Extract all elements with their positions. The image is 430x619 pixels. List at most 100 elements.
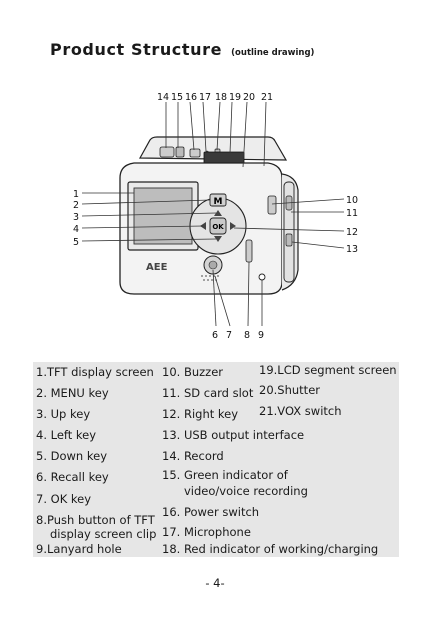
leader-lines: [81, 101, 345, 327]
brand-logo: AEE: [146, 262, 168, 273]
menu-key-label: M: [214, 197, 223, 207]
green-indicator: [175, 146, 185, 158]
legend-num: 4.: [36, 428, 47, 442]
page-number: - 4-: [205, 576, 225, 590]
legend-num: 13.: [162, 428, 181, 442]
callout-13: 13: [346, 244, 358, 255]
callout-2: 2: [73, 200, 79, 211]
legend-text: OK key: [46, 492, 92, 506]
camera-drawing: M OK AEE: [73, 92, 358, 341]
title-main: Product Structure: [50, 40, 223, 59]
legend-item-16: 16. Power switch: [162, 505, 259, 519]
callout-3: 3: [73, 212, 79, 223]
legend-num: 18.: [162, 542, 181, 556]
callout-5: 5: [73, 237, 79, 248]
callout-7: 7: [226, 330, 232, 341]
up-key: [214, 210, 222, 216]
legend-item-8: 8.Push button of TFT: [36, 513, 155, 527]
callout-20: 20: [243, 92, 255, 103]
legend-num: 15.: [162, 468, 181, 482]
callout-12: 12: [346, 227, 358, 238]
legend-text: Recall key: [46, 470, 109, 484]
legend-text: display screen clip: [50, 527, 157, 541]
callout-14: 14: [157, 92, 169, 103]
legend-num: 8.: [36, 513, 47, 527]
legend-num: 14.: [162, 449, 181, 463]
callout-4: 4: [73, 224, 79, 235]
legend-item-21: 21.VOX switch: [259, 404, 342, 418]
legend-text: Lanyard hole: [46, 542, 122, 556]
legend-item-6: 6. Recall key: [36, 470, 109, 484]
callout-16: 16: [185, 92, 197, 103]
down-key: [214, 236, 222, 242]
legend-num: 3.: [36, 407, 47, 421]
legend-text: Buzzer: [180, 365, 224, 379]
legend-item-9: 9.Lanyard hole: [36, 542, 122, 556]
legend-item-1: 1.TFT display screen: [36, 365, 154, 379]
legend-text: Green indicator of: [180, 468, 288, 482]
page-title: Product Structure (outline drawing): [50, 40, 314, 59]
ok-key: [209, 217, 227, 235]
legend-text: Up key: [46, 407, 91, 421]
legend-num: 7.: [36, 492, 47, 506]
legend-num: 9.: [36, 542, 47, 556]
legend-item-15-cont: video/voice recording: [184, 484, 308, 498]
legend-text: USB output interface: [180, 428, 305, 442]
parts-legend: 1.TFT display screen 2. MENU key 3. Up k…: [33, 362, 399, 557]
legend-num: 5.: [36, 449, 47, 463]
sd-card-slot: [267, 195, 277, 215]
callout-1: 1: [73, 189, 79, 200]
legend-item-3: 3. Up key: [36, 407, 90, 421]
legend-item-10: 10. Buzzer: [162, 365, 223, 379]
legend-item-19: 19.LCD segment screen: [259, 363, 397, 377]
legend-item-17: 17. Microphone: [162, 525, 251, 539]
callout-11: 11: [346, 208, 358, 219]
legend-num: 20.: [259, 383, 278, 397]
speaker-grille: [201, 275, 219, 281]
legend-text: VOX switch: [277, 404, 342, 418]
legend-text: Left key: [46, 428, 97, 442]
legend-num: 16.: [162, 505, 181, 519]
legend-item-8-cont: display screen clip: [50, 527, 156, 541]
legend-item-7: 7. OK key: [36, 492, 91, 506]
legend-item-2: 2. MENU key: [36, 386, 109, 400]
legend-text: Record: [180, 449, 224, 463]
callout-17: 17: [199, 92, 211, 103]
legend-text: video/voice recording: [184, 484, 308, 498]
legend-num: 21.: [259, 404, 278, 418]
legend-item-18: 18. Red indicator of working/charging: [162, 542, 378, 556]
legend-item-11: 11. SD card slot: [162, 386, 253, 400]
legend-num: 19.: [259, 363, 278, 377]
legend-item-4: 4. Left key: [36, 428, 96, 442]
legend-num: 1.: [36, 365, 47, 379]
usb-port: [285, 233, 293, 247]
legend-num: 10.: [162, 365, 181, 379]
ok-key-label: OK: [212, 223, 224, 231]
callout-9: 9: [258, 330, 264, 341]
record-button: [159, 146, 175, 158]
legend-text: Right key: [180, 407, 239, 421]
legend-item-15: 15. Green indicator of: [162, 468, 288, 482]
callout-8: 8: [244, 330, 250, 341]
callout-10: 10: [346, 195, 358, 206]
legend-text: SD card slot: [180, 386, 254, 400]
legend-text: Power switch: [180, 505, 260, 519]
tft-clip-button: [245, 239, 253, 263]
power-switch: [189, 148, 201, 158]
legend-text: MENU key: [46, 386, 109, 400]
callout-18: 18: [215, 92, 227, 103]
legend-num: 11.: [162, 386, 181, 400]
legend-num: 17.: [162, 525, 181, 539]
title-subtitle: (outline drawing): [231, 48, 315, 58]
callout-15: 15: [171, 92, 183, 103]
legend-num: 2.: [36, 386, 47, 400]
legend-num: 6.: [36, 470, 47, 484]
legend-text: Microphone: [180, 525, 251, 539]
callout-6: 6: [212, 330, 218, 341]
lanyard-hole: [258, 273, 266, 281]
legend-item-14: 14. Record: [162, 449, 224, 463]
callout-19: 19: [229, 92, 241, 103]
callout-21: 21: [261, 92, 273, 103]
recall-key-center: [208, 260, 218, 270]
legend-text: TFT display screen: [46, 365, 154, 379]
